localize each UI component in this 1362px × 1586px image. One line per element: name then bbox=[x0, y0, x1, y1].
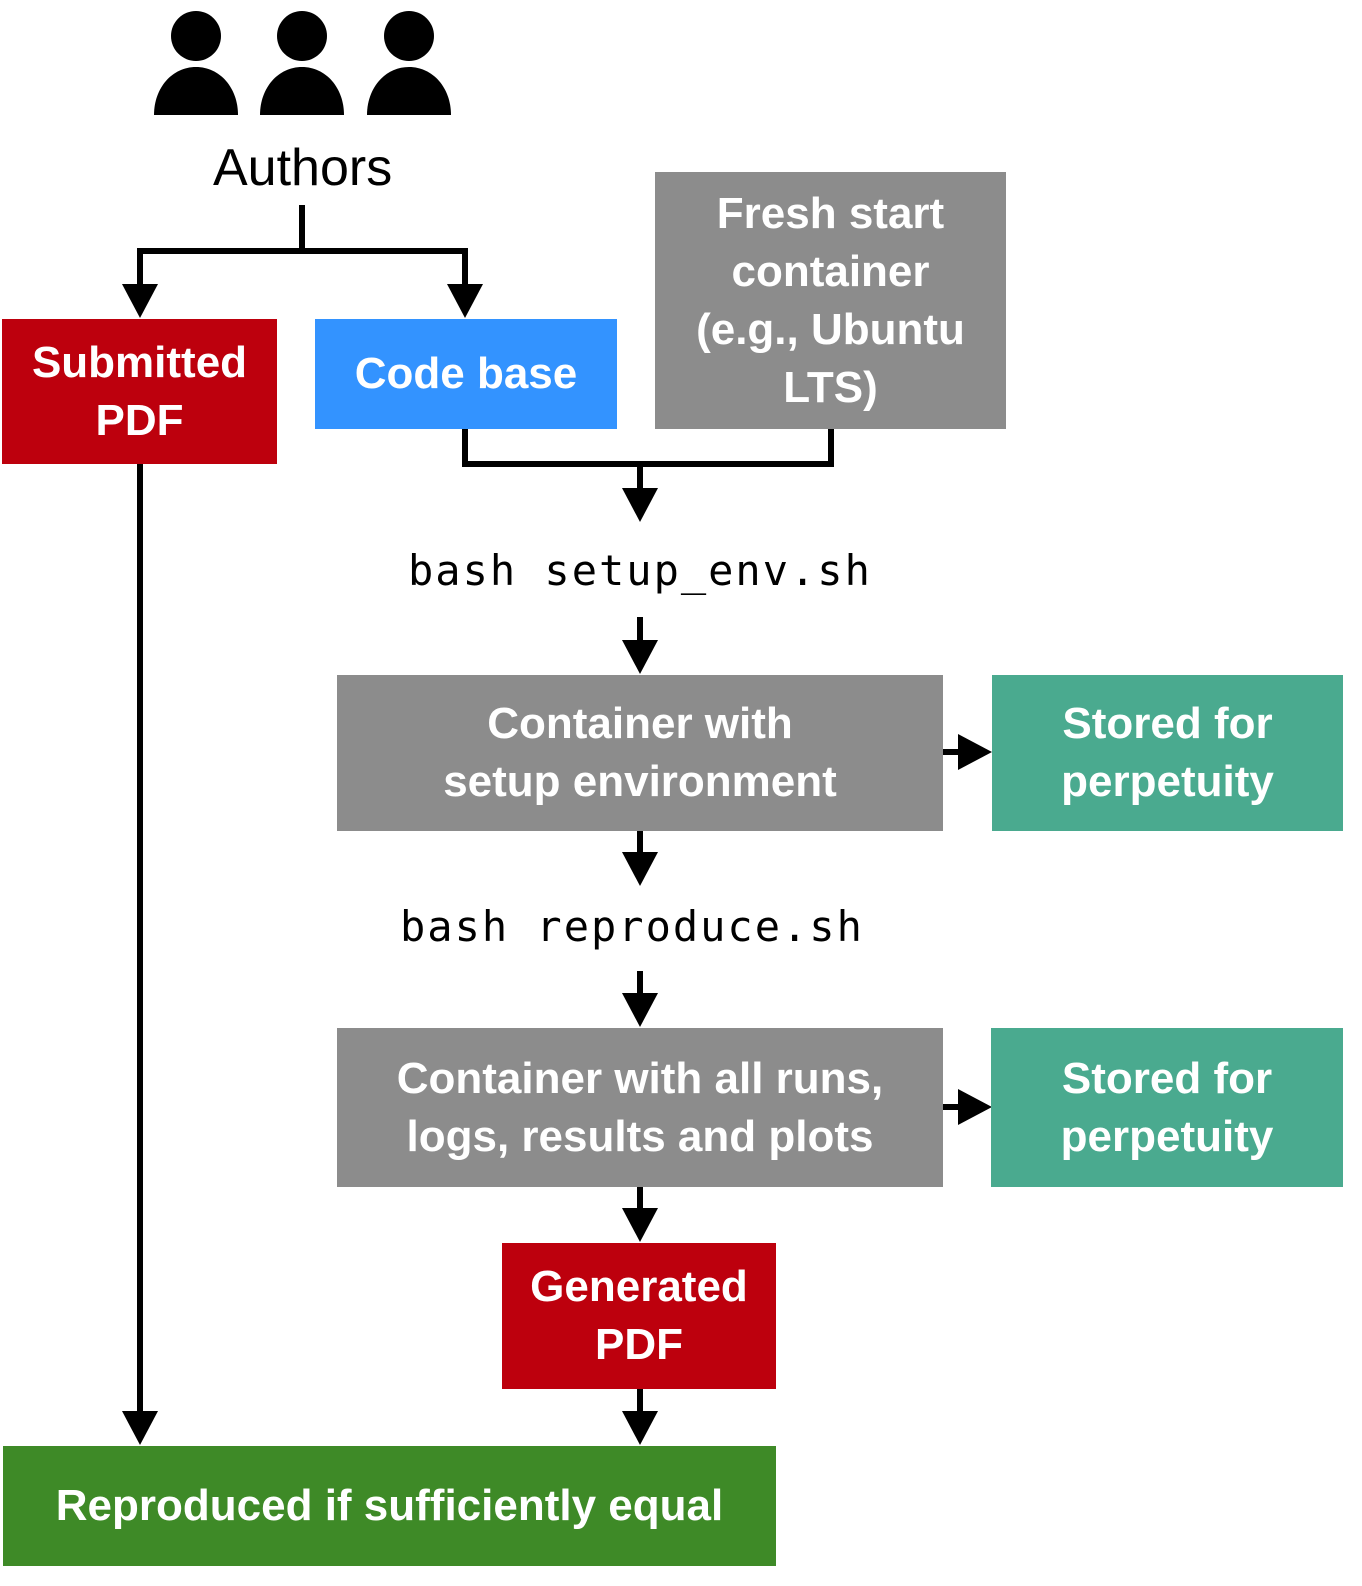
code-base-box: Code base bbox=[315, 319, 617, 429]
arrow-down-icon bbox=[622, 1411, 658, 1445]
arrow-down-icon bbox=[622, 640, 658, 674]
person-icon bbox=[367, 11, 451, 115]
arrow-right-icon bbox=[958, 1089, 992, 1125]
arrow-down-icon bbox=[122, 284, 158, 318]
arrow-down-icon bbox=[447, 284, 483, 318]
submitted-pdf-box: Submitted PDF bbox=[2, 319, 277, 464]
container-setup-box: Container with setup environment bbox=[337, 675, 943, 831]
fresh-container-box: Fresh start container (e.g., Ubuntu LTS) bbox=[655, 172, 1006, 429]
authors-connector bbox=[137, 205, 468, 290]
stored-perpetuity-box-1: Stored for perpetuity bbox=[992, 675, 1343, 831]
container-runs-box: Container with all runs, logs, results a… bbox=[337, 1028, 943, 1187]
generated-pdf-box: Generated PDF bbox=[502, 1243, 776, 1389]
arrow-down-icon bbox=[622, 1208, 658, 1242]
arrow-down-icon bbox=[622, 488, 658, 522]
arrow-down-icon bbox=[622, 993, 658, 1027]
stored-perpetuity-box-2: Stored for perpetuity bbox=[991, 1028, 1343, 1187]
reproduce-command: bash reproduce.sh bbox=[400, 902, 864, 951]
authors-icons bbox=[154, 11, 451, 115]
arrow-down-icon bbox=[122, 1411, 158, 1445]
reproduced-box: Reproduced if sufficiently equal bbox=[3, 1446, 776, 1566]
merge-connector bbox=[462, 429, 834, 492]
person-icon bbox=[154, 11, 238, 115]
authors-label: Authors bbox=[213, 139, 393, 197]
setup-command: bash setup_env.sh bbox=[408, 546, 872, 595]
arrow-down-icon bbox=[622, 852, 658, 886]
arrow-right-icon bbox=[958, 734, 992, 770]
person-icon bbox=[260, 11, 344, 115]
